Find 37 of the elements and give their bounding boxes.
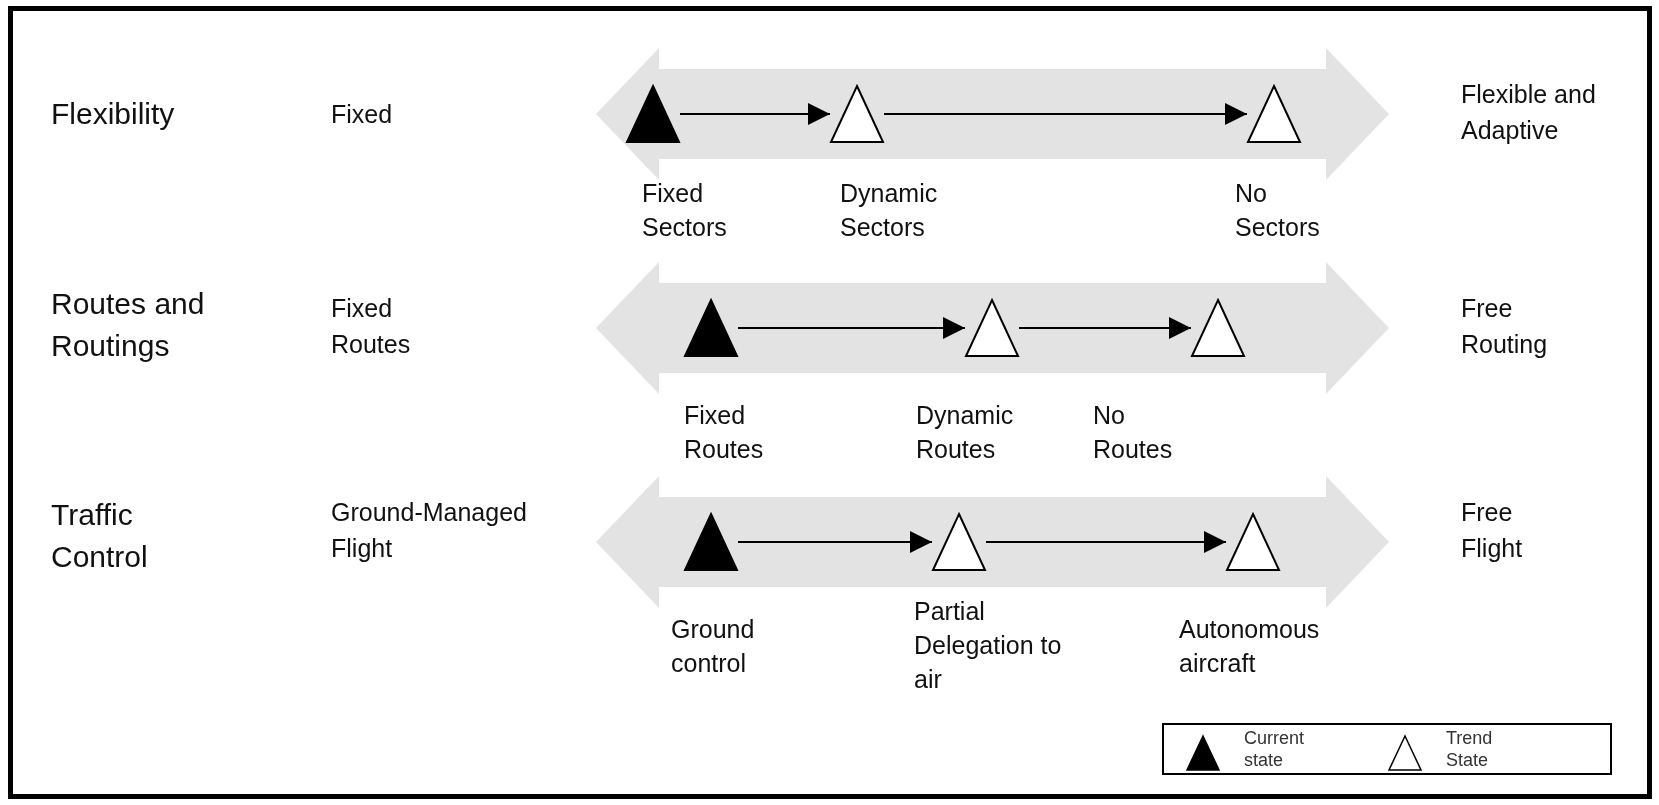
filled-triangle [683, 511, 739, 571]
legend-label: Trend State [1446, 727, 1494, 771]
state-label: No Sectors [1235, 178, 1321, 243]
state-label: Autonomous aircraft [1179, 614, 1321, 679]
scale-end-label: Free Routing [1461, 293, 1549, 360]
state-label: Dynamic Sectors [840, 178, 939, 243]
hollow-triangle [964, 297, 1020, 357]
scale-end-label: Free Flight [1461, 497, 1524, 564]
arrow [985, 531, 1227, 553]
state-label: Fixed Routes [684, 400, 765, 465]
state-label: No Routes [1093, 400, 1174, 465]
hollow-triangle [1190, 297, 1246, 357]
double-headed-band-arrow [596, 262, 1389, 394]
filled-triangle [683, 297, 739, 357]
scale-end-label: Fixed Routes [331, 293, 412, 360]
arrow [883, 103, 1248, 125]
scale-end-label: Ground-Managed Flight [331, 497, 528, 564]
scale-end-label: Flexible and Adaptive [1461, 79, 1597, 146]
state-label: Ground control [671, 614, 756, 679]
filled-triangle [625, 83, 681, 143]
row-heading: Flexibility [51, 96, 176, 132]
hollow-triangle [1225, 511, 1281, 571]
arrow [737, 317, 966, 339]
scale-end-label: Fixed [331, 99, 394, 130]
legend-label: Current state [1244, 727, 1306, 771]
hollow-triangle [1246, 83, 1302, 143]
hollow-triangle [829, 83, 885, 143]
arrow [679, 103, 831, 125]
hollow-triangle [931, 511, 987, 571]
state-label: Dynamic Routes [916, 400, 1015, 465]
arrow [737, 531, 933, 553]
arrow [1018, 317, 1192, 339]
state-label: Partial Delegation to air [914, 596, 1063, 695]
row-heading: Routes and Routings [51, 286, 206, 364]
row-heading: Traffic Control [51, 497, 149, 575]
state-label: Fixed Sectors [642, 178, 728, 243]
double-headed-band-arrow [596, 48, 1389, 180]
